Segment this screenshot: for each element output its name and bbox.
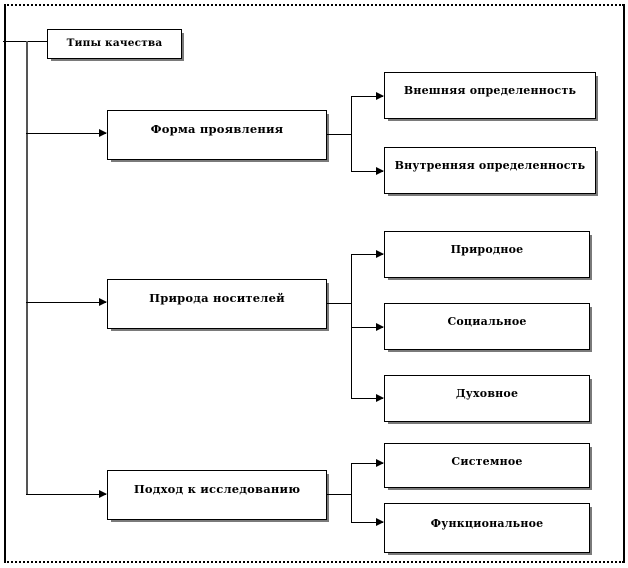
trunk-branch-2-connector	[26, 302, 106, 303]
frame-right-border	[623, 4, 625, 563]
node-leaf-socialnoe[interactable]: Социальное	[384, 303, 590, 350]
priroda-child-2-connector	[351, 327, 383, 328]
node-branch-forma[interactable]: Форма проявления	[107, 110, 327, 160]
forma-fanout-vertical	[351, 96, 352, 172]
trunk-branch-2-arrowhead	[99, 297, 107, 306]
podhod-child-2-connector	[351, 522, 383, 523]
podhod-fanout-stem	[327, 494, 352, 495]
podhod-child-2-arrowhead	[376, 517, 384, 526]
priroda-child-1-arrowhead	[376, 249, 384, 258]
node-leaf-prirodnoe[interactable]: Природное	[384, 231, 590, 278]
node-leaf-duhovnoe-label: Духовное	[455, 387, 519, 400]
priroda-fanout-vertical	[351, 254, 352, 398]
node-branch-podhod[interactable]: Подход к исследованию	[107, 470, 327, 520]
frame-left-border	[4, 4, 6, 563]
node-leaf-duhovnoe[interactable]: Духовное	[384, 375, 590, 422]
forma-fanout-stem	[327, 134, 352, 135]
trunk-stub-to-root	[3, 41, 48, 42]
podhod-fanout-vertical	[351, 463, 352, 523]
priroda-child-2-arrowhead	[376, 322, 384, 331]
node-leaf-sistemnoe[interactable]: Системное	[384, 443, 590, 488]
node-branch-forma-label: Форма проявления	[150, 122, 284, 136]
node-branch-priroda-label: Природа носителей	[149, 291, 285, 305]
priroda-fanout-stem	[327, 303, 352, 304]
node-leaf-vneshnyaya-opredelennost[interactable]: Внешняя определенность	[384, 72, 596, 119]
frame-top-border	[4, 4, 624, 6]
node-leaf-funkcionalnoe[interactable]: Функциональное	[384, 503, 590, 553]
node-root-tipy-kachestva[interactable]: Типы качества	[47, 29, 182, 59]
forma-child-2-connector	[351, 171, 383, 172]
trunk-branch-1-connector	[26, 133, 106, 134]
node-leaf-vnutrennyaya-opredelennost[interactable]: Внутренняя определенность	[384, 147, 596, 194]
frame-bottom-border	[4, 561, 624, 563]
node-branch-podhod-label: Подход к исследованию	[133, 482, 301, 496]
trunk-branch-3-connector	[26, 494, 106, 495]
priroda-child-3-arrowhead	[376, 393, 384, 402]
podhod-child-1-arrowhead	[376, 458, 384, 467]
priroda-child-3-connector	[351, 398, 383, 399]
node-root-label: Типы качества	[66, 37, 163, 50]
forma-child-1-arrowhead	[376, 91, 384, 100]
priroda-child-1-connector	[351, 254, 383, 255]
node-leaf-funkcionalnoe-label: Функциональное	[430, 517, 544, 530]
podhod-child-1-connector	[351, 463, 383, 464]
trunk-branch-1-arrowhead	[99, 128, 107, 137]
forma-child-2-arrowhead	[376, 166, 384, 175]
forma-child-1-connector	[351, 96, 383, 97]
node-leaf-vnutrennyaya-label: Внутренняя определенность	[394, 159, 586, 172]
node-leaf-sistemnoe-label: Системное	[451, 455, 523, 468]
node-leaf-vneshnyaya-label: Внешняя определенность	[403, 84, 577, 97]
node-leaf-socialnoe-label: Социальное	[447, 315, 527, 328]
trunk-branch-3-arrowhead	[99, 489, 107, 498]
node-leaf-prirodnoe-label: Природное	[450, 243, 524, 256]
node-branch-priroda[interactable]: Природа носителей	[107, 279, 327, 329]
trunk-vertical-spine	[26, 41, 28, 495]
